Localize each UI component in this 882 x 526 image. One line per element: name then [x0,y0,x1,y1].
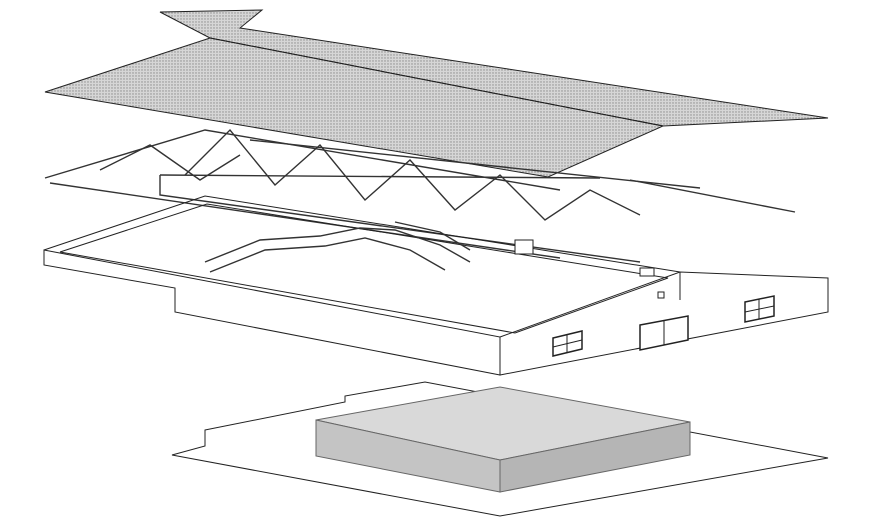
truss-layer [44,128,796,263]
interior-stair-railing [204,221,655,277]
vent [657,291,665,299]
truss-bottom-chord [49,182,561,259]
truss-chord-3 [159,174,601,179]
door-double [639,315,689,351]
truss-webbing-2 [99,144,241,181]
truss-webbing [184,128,641,221]
wall-inner-outline [59,203,669,334]
roof-layer [44,9,829,178]
roof-ridge [209,37,664,127]
basement-box-right [499,421,691,493]
wall-left-face [43,249,501,376]
truss-frame [159,175,641,263]
wall-layer [43,195,829,376]
foundation-layer [171,381,829,517]
truss-extension [629,179,796,213]
wall-top-rear [43,195,681,273]
window-left [552,330,583,357]
truss-top-chord-2 [249,139,701,189]
truss-top-chord [44,129,561,191]
window-right [744,295,775,323]
